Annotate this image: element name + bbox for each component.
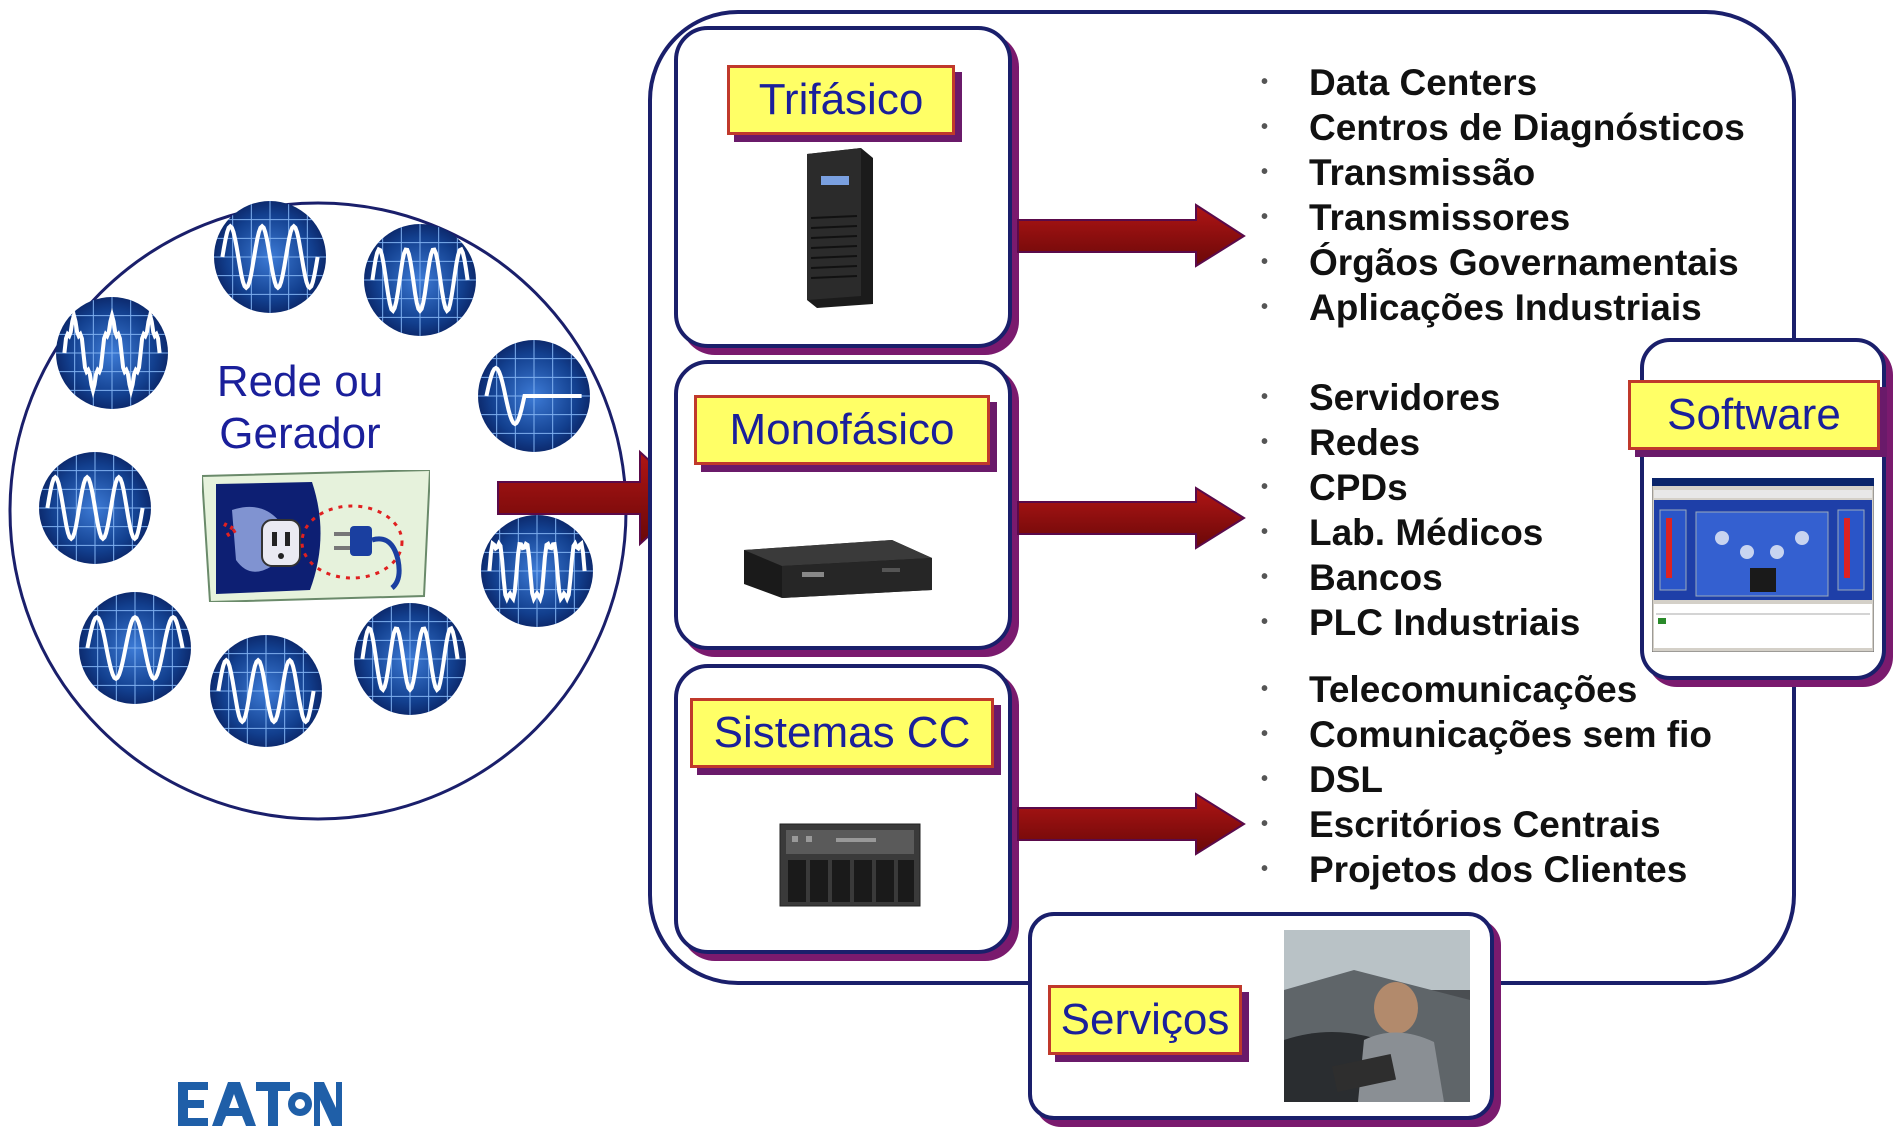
ups-tower-image bbox=[795, 148, 875, 308]
source-label-line1: Rede ou bbox=[216, 357, 384, 406]
list-sistemas-cc: Telecomunicações Comunicações sem fio DS… bbox=[1255, 667, 1712, 892]
list-item: CPDs bbox=[1255, 465, 1580, 510]
list-item: Escritórios Centrais bbox=[1255, 802, 1712, 847]
source-label-line2: Gerador bbox=[219, 409, 381, 458]
list-trifasico: Data Centers Centros de Diagnósticos Tra… bbox=[1255, 60, 1745, 330]
services-photo bbox=[1284, 930, 1470, 1102]
list-item: Data Centers bbox=[1255, 60, 1745, 105]
list-item: Transmissores bbox=[1255, 195, 1745, 240]
list-item: Redes bbox=[1255, 420, 1580, 465]
ups-rack-icon bbox=[744, 540, 932, 598]
label-servicos: Serviços bbox=[1048, 985, 1242, 1055]
label-trifasico: Trifásico bbox=[727, 65, 955, 135]
list-item: Projetos dos Clientes bbox=[1255, 847, 1712, 892]
waveform-globe-icon bbox=[79, 592, 191, 704]
waveform-globe-icon bbox=[39, 452, 151, 564]
list-item: Servidores bbox=[1255, 375, 1580, 420]
ups-tower-icon bbox=[807, 148, 873, 308]
eaton-logo-icon bbox=[178, 1082, 342, 1126]
dc-rectifier-image bbox=[776, 820, 924, 910]
list-item: Aplicações Industriais bbox=[1255, 285, 1745, 330]
list-item: Transmissão bbox=[1255, 150, 1745, 195]
outlet-plug-illustration bbox=[200, 468, 432, 604]
waveform-globe-icon bbox=[478, 340, 590, 452]
waveform-globe-icon bbox=[364, 224, 476, 336]
list-item: Centros de Diagnósticos bbox=[1255, 105, 1745, 150]
list-item: Lab. Médicos bbox=[1255, 510, 1580, 555]
list-item: PLC Industriais bbox=[1255, 600, 1580, 645]
list-item: Telecomunicações bbox=[1255, 667, 1712, 712]
software-screenshot-icon bbox=[1651, 477, 1875, 653]
waveform-globe-icon bbox=[56, 297, 168, 409]
waveform-globe-icon bbox=[354, 603, 466, 715]
eaton-logo bbox=[178, 1082, 342, 1126]
waveform-globe-icon bbox=[214, 201, 326, 313]
technician-photo-icon bbox=[1284, 930, 1470, 1102]
label-software: Software bbox=[1628, 380, 1880, 450]
outlet-plug-icon bbox=[200, 468, 432, 604]
label-monofasico: Monofásico bbox=[694, 395, 990, 465]
software-screenshot bbox=[1651, 477, 1875, 653]
list-item: Bancos bbox=[1255, 555, 1580, 600]
ups-rack-image bbox=[742, 530, 934, 600]
waveform-globe-icon bbox=[210, 635, 322, 747]
label-sistemas-cc: Sistemas CC bbox=[690, 698, 994, 768]
list-item: Comunicações sem fio bbox=[1255, 712, 1712, 757]
dc-rectifier-icon bbox=[779, 823, 921, 907]
source-label: Rede ou Gerador bbox=[190, 356, 410, 460]
list-item: DSL bbox=[1255, 757, 1712, 802]
list-item: Órgãos Governamentais bbox=[1255, 240, 1745, 285]
list-monofasico: Servidores Redes CPDs Lab. Médicos Banco… bbox=[1255, 375, 1580, 645]
waveform-globe-icon bbox=[481, 515, 593, 627]
